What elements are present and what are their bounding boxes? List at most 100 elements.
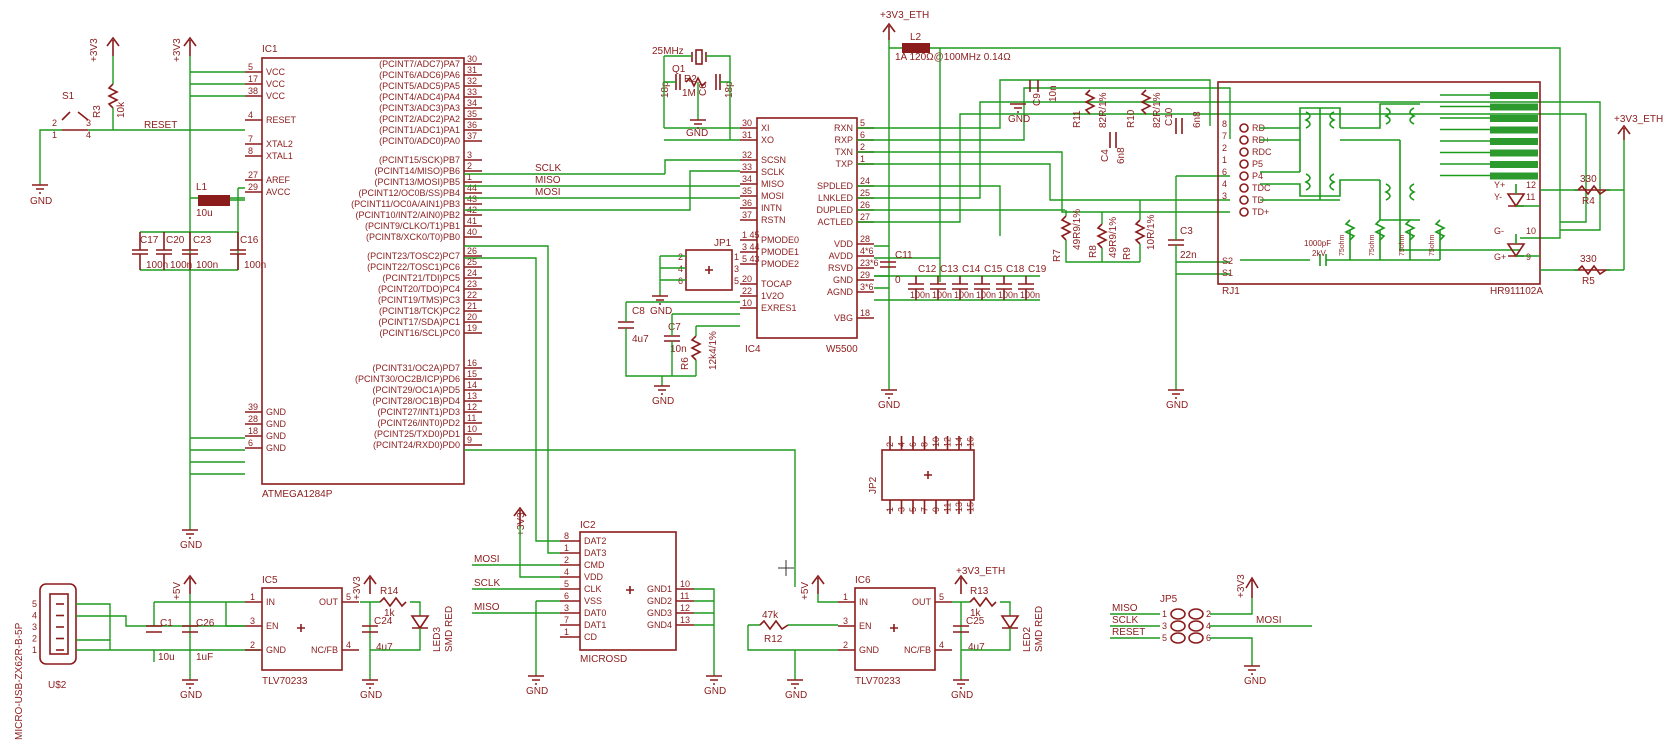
jp5-net-mosi: MOSI <box>1256 615 1282 626</box>
pin-name: (PCINT22/TOSC1)PC6 <box>367 262 460 272</box>
pin-number: 3 <box>843 616 848 626</box>
pin-name: TXP <box>835 159 853 169</box>
pin-number: 31 <box>742 130 752 140</box>
pin-number: 9 <box>931 507 941 512</box>
cap-c14 <box>952 276 968 300</box>
jp1-jumper: JP1 2 4 6 1 3 5 GND <box>650 238 739 317</box>
pin-name: VSS <box>584 596 602 606</box>
pin-name: RDC <box>1252 147 1272 157</box>
pin-number: 3 44 <box>742 242 760 252</box>
pin-number: 5 <box>346 592 351 602</box>
eth-supply: +3V3_ETH L2 1A 120Ω@100MHz 0.14Ω GND <box>874 10 1561 411</box>
c3-ref: C3 <box>1180 226 1193 237</box>
c1-ref: C1 <box>160 618 173 629</box>
pin-name: AVDD <box>829 251 854 261</box>
pin-name: DAT1 <box>584 620 606 630</box>
rj1-res-value: 75ohm <box>1429 234 1436 256</box>
pin-name: (PCINT2/ADC2)PA2 <box>379 114 460 124</box>
pin-number: 8 <box>1222 119 1227 129</box>
svg-text:6: 6 <box>678 276 683 286</box>
pin-number: 2 <box>860 142 865 152</box>
pin-name: G- <box>1494 226 1504 236</box>
c15-value: 100n <box>976 290 996 300</box>
s1-ref: S1 <box>62 91 75 102</box>
pin-number: 13 <box>467 391 477 401</box>
pin-number: 44 <box>467 183 477 193</box>
pin-number: 1 <box>860 154 865 164</box>
rj1-led-bars <box>1440 92 1538 180</box>
net-miso: MISO <box>535 175 561 186</box>
pin-number: 7 <box>920 507 930 512</box>
pin-number: 1 <box>250 592 255 602</box>
pin-number: 1 <box>467 172 472 182</box>
jp5-net-miso: MISO <box>1112 603 1138 614</box>
pin-name: 1V2O <box>761 291 784 301</box>
pin-number: 10 <box>680 579 690 589</box>
ic1-power-wiring: GND L1 10u C17 C20 C23 C16 100n 100n 100… <box>132 56 266 551</box>
pin-number: 27 <box>860 212 870 222</box>
supply-3v3-eth-right: +3V3_ETH <box>1614 114 1663 125</box>
r13-value: 1k <box>970 608 982 619</box>
pin-number: 43 <box>467 194 477 204</box>
r4-value: 330 <box>1580 174 1597 185</box>
pin-number: 11 <box>943 503 953 512</box>
pin-name: PMODE2 <box>761 259 799 269</box>
c11-ref: C11 <box>895 250 913 261</box>
pin-name: (PCINT11/OC0A/AIN1)PB3 <box>351 199 460 209</box>
gnd-label: GND <box>1008 114 1030 125</box>
pin-name: RSVD <box>828 263 854 273</box>
pin-name: XI <box>761 123 770 133</box>
rj1-led-bar <box>1490 149 1538 157</box>
c7-value: 10n <box>670 344 687 355</box>
pin-number: 40 <box>467 227 477 237</box>
pin-number: 11 <box>1526 192 1535 202</box>
ic6-ref: IC6 <box>855 575 871 586</box>
pin-name: (PCINT14/MISO)PB6 <box>374 166 460 176</box>
pin-number: 2 <box>32 634 37 644</box>
gnd-label: GND <box>704 686 726 697</box>
pin-name: AVCC <box>266 187 291 197</box>
r9-value: 10R/1% <box>1146 214 1157 250</box>
pin-name: RESET <box>266 115 297 125</box>
svg-text:1: 1 <box>734 252 739 262</box>
r2-value: 1M <box>682 88 696 99</box>
rj1-cap-value: 1000pF <box>1304 239 1331 248</box>
pin-name: AREF <box>266 175 291 185</box>
pin-name: (PCINT8/XCK0/T0)PB0 <box>366 232 460 242</box>
ic6-part: TLV70233 <box>855 676 901 687</box>
sd-net-mosi: MOSI <box>474 554 500 565</box>
supply-group: +3V3 +3V3 <box>89 36 197 62</box>
cap-c13 <box>930 276 946 300</box>
pin-number: 19 <box>467 323 477 333</box>
pin-number: 28 <box>248 414 258 424</box>
cap-c15 <box>974 276 990 300</box>
c25-ref: C25 <box>966 616 985 627</box>
c24-value: 4u7 <box>376 642 393 653</box>
cap-c19 <box>1018 276 1034 300</box>
rj1-led-bar <box>1490 126 1538 134</box>
pin-name: (PCINT26/INT0)PD2 <box>377 418 460 428</box>
jp5-net-reset: RESET <box>1112 627 1145 638</box>
pin-number: 5 <box>248 62 253 72</box>
pin-number: 14 <box>467 380 477 390</box>
r6-ref: R6 <box>680 357 691 370</box>
rj1-led-bar <box>1490 138 1538 145</box>
gnd-label: GND <box>652 396 674 407</box>
pin-name: SCSN <box>761 155 786 165</box>
pin-name: IN <box>266 597 275 607</box>
pin-name: LNKLED <box>818 193 854 203</box>
gnd-label: GND <box>1166 400 1188 411</box>
pin-name: VCC <box>266 67 286 77</box>
pin-name: (PCINT9/CLKO/T1)PB1 <box>365 221 460 231</box>
rj1-part: HR911102A <box>1490 286 1543 297</box>
c7-ref: C7 <box>668 322 681 333</box>
pin-name: (PCINT21/TDI)PC5 <box>382 273 460 283</box>
c26-value: 1uF <box>196 652 213 663</box>
c13-value: 100n <box>932 290 952 300</box>
pin-number: 2 <box>467 161 472 171</box>
pin-name: (PCINT25/TXD0)PD1 <box>374 429 460 439</box>
r8-value: 49R9/1% <box>1108 217 1119 258</box>
pin-number: 3 <box>1162 621 1167 631</box>
